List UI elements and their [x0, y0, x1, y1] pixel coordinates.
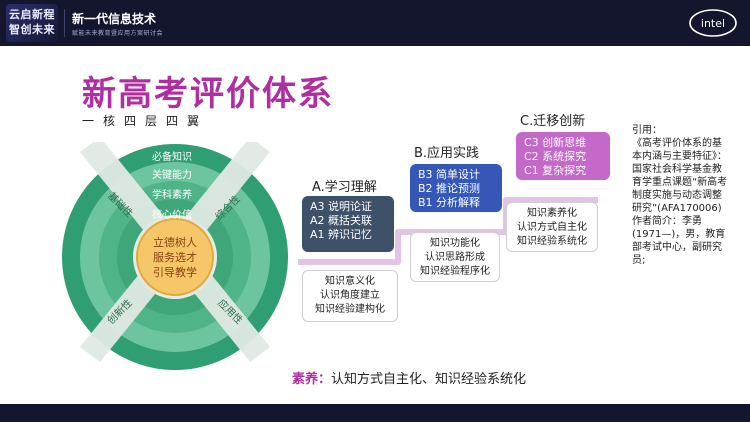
- step-a-item-1: A3 说明论证: [310, 200, 373, 213]
- citation-body: 《高考评价体系的基本内涵与主要特征》：国家社会科学基金教育学重点课题“新高考制度…: [632, 138, 728, 214]
- layer-label-3: 学科素养: [152, 188, 192, 201]
- footer-bar: [0, 404, 750, 422]
- event-logo-line-2: 智创未来: [9, 23, 55, 36]
- step-b-note-2: 认识思路形成: [425, 252, 485, 263]
- step-a-box: A3 说明论证 A2 概括关联 A1 辨识记忆: [302, 196, 394, 252]
- step-a-notes: 知识意义化 认识角度建立 知识经验建构化: [302, 270, 398, 322]
- step-c-item-2: C2 系统探究: [524, 150, 587, 163]
- header-bar: 云启新程 智创未来 新一代信息技术 赋能未来教育暨应用方案研讨会 intel: [0, 0, 750, 46]
- step-c-item-3: C1 复杂探究: [524, 164, 587, 177]
- intel-logo-text: intel: [701, 17, 725, 30]
- step-c-item-1: C3 创新思维: [524, 136, 587, 149]
- literacy-summary: 素养：认知方式自主化、知识经验系统化: [292, 368, 526, 387]
- step-a-note-1: 知识意义化: [325, 276, 375, 287]
- core-circle: [136, 218, 214, 296]
- citation-author: 作者简介：李勇(1971—)，男，教育部考试中心，副研究员;: [632, 216, 726, 266]
- step-b-item-3: B1 分析解释: [418, 196, 481, 209]
- step-c-notes: 知识素养化 认识方式自主化 知识经验系统化: [506, 202, 598, 252]
- layer-label-1: 必备知识: [152, 150, 192, 163]
- step-b-box: B3 简单设计 B2 推论预测 B1 分析解释: [410, 164, 502, 212]
- step-b-notes: 知识功能化 认识思路形成 知识经验程序化: [410, 232, 500, 282]
- step-a-note-2: 认识角度建立: [320, 290, 380, 301]
- step-b-title: B.应用实践: [414, 146, 480, 161]
- header-subtitle: 赋能未来教育暨应用方案研讨会: [72, 30, 164, 37]
- step-a-note-3: 知识经验建构化: [315, 304, 385, 315]
- step-c-box: C3 创新思维 C2 系统探究 C1 复杂探究: [516, 132, 610, 180]
- layer-label-4: 核心价值: [152, 208, 192, 221]
- core-label-2: 服务选才: [153, 250, 197, 264]
- core-label-3: 引导教学: [153, 265, 197, 279]
- step-a-item-3: A1 辨识记忆: [310, 228, 373, 241]
- intel-logo: intel: [688, 7, 738, 39]
- slide-title: 新高考评价体系: [82, 74, 334, 114]
- slide-subtitle: 一核四层四翼: [82, 114, 209, 128]
- evaluation-circle-diagram: 必备知识 关键能力 学科素养 核心价值 立德树人 服务选才 引导教学 基础性 综…: [60, 137, 290, 372]
- step-b-item-2: B2 推论预测: [418, 182, 481, 195]
- step-c-note-1: 知识素养化: [527, 208, 577, 219]
- header-title: 新一代信息技术: [72, 12, 157, 26]
- step-c-note-2: 认识方式自主化: [517, 222, 587, 233]
- step-c-title: C.迁移创新: [520, 114, 586, 129]
- header-divider: [64, 9, 65, 37]
- citation-heading: 引用：: [632, 125, 662, 136]
- step-b-note-1: 知识功能化: [430, 238, 480, 249]
- core-label-1: 立德树人: [153, 235, 197, 249]
- citation-block: 引用： 《高考评价体系的基本内涵与主要特征》：国家社会科学基金教育学重点课题“新…: [632, 124, 728, 267]
- literacy-summary-label: 素养：: [292, 372, 332, 387]
- step-c-note-3: 知识经验系统化: [517, 236, 587, 247]
- step-b-item-1: B3 简单设计: [418, 168, 481, 181]
- event-logo: 云启新程 智创未来: [6, 4, 58, 42]
- literacy-summary-text: 认知方式自主化、知识经验系统化: [331, 372, 527, 387]
- event-logo-line-1: 云启新程: [9, 8, 55, 21]
- layer-label-2: 关键能力: [152, 168, 192, 181]
- step-a-title: A.学习理解: [312, 180, 377, 195]
- step-a-item-2: A2 概括关联: [310, 214, 373, 227]
- step-b-note-3: 知识经验程序化: [420, 266, 490, 277]
